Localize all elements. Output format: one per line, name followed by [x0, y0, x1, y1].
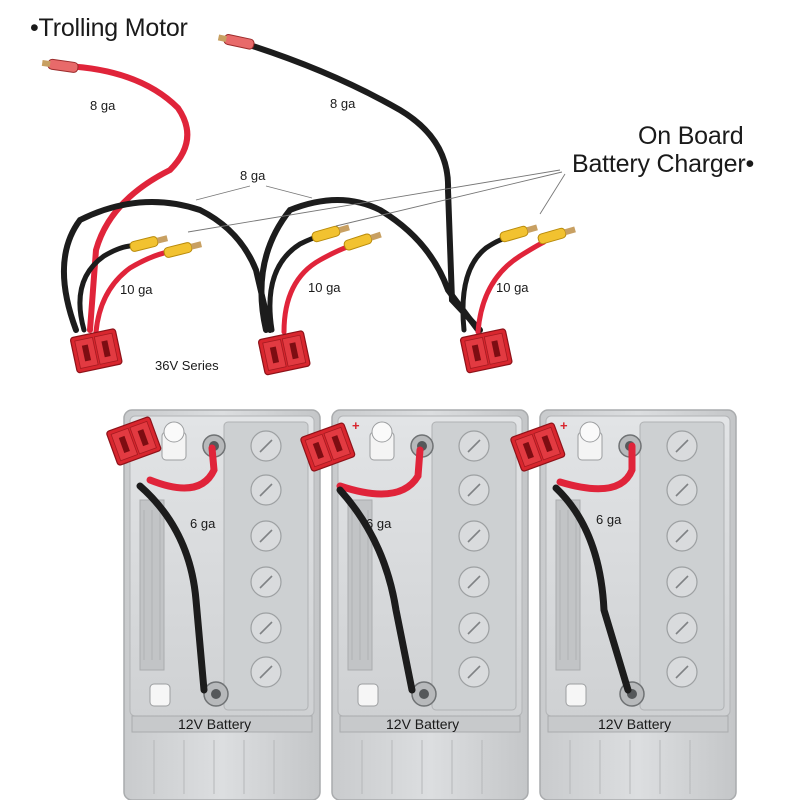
battery-1 [105, 409, 321, 800]
battery-3-label: 12V Battery [598, 716, 672, 732]
gauge-charger-lead-1: 10 ga [120, 282, 153, 297]
on-board-label: On Board [638, 122, 744, 150]
gauge-battery-lead-3: 6 ga [596, 512, 622, 527]
battery-charger-label: Battery Charger• [572, 150, 755, 178]
series-label: 36V Series [155, 358, 219, 373]
battery-2-label: 12V Battery [386, 716, 460, 732]
svg-text:+: + [352, 418, 360, 433]
battery-3: + [509, 409, 737, 800]
gauge-charger-lead-3: 10 ga [496, 280, 529, 295]
gauge-motor-negative: 8 ga [330, 96, 356, 111]
gauge-charger-lead-2: 10 ga [308, 280, 341, 295]
svg-text:+: + [560, 418, 568, 433]
gauge-battery-lead-2: 6 ga [366, 516, 392, 531]
battery-1-label: 12V Battery [178, 716, 252, 732]
trolling-motor-label: •Trolling Motor [30, 14, 188, 42]
gauge-jumper: 8 ga [240, 168, 266, 183]
gauge-motor-positive: 8 ga [90, 98, 116, 113]
battery-2: + [299, 409, 529, 800]
gauge-battery-lead-1: 6 ga [190, 516, 216, 531]
callout-lines [187, 169, 566, 233]
wiring-harness [41, 32, 577, 376]
